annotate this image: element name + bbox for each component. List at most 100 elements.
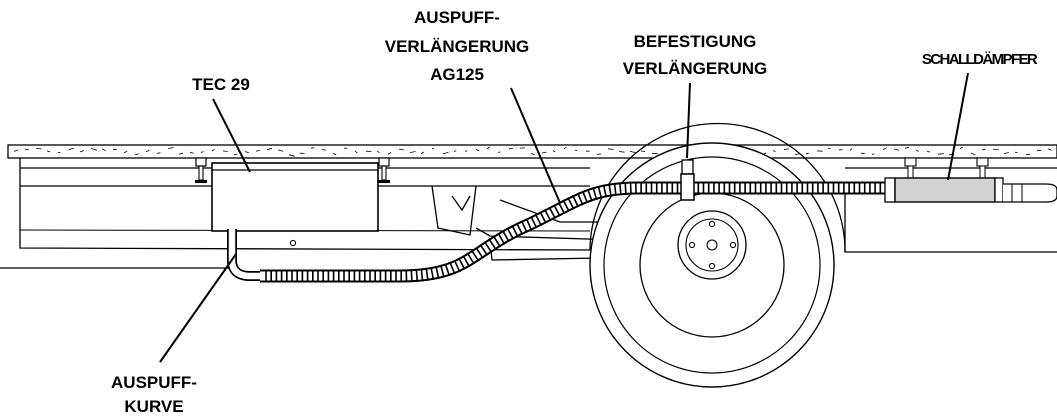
hose-rib (470, 249, 480, 262)
floor-speck (783, 148, 790, 150)
floor-speck (1003, 152, 1009, 154)
floor-speck (68, 147, 74, 150)
floor-speck (618, 151, 625, 153)
label-befestigung-line2: VERLÄNGERUNG (623, 59, 768, 78)
hose-rib (515, 222, 524, 235)
floor-speck (530, 152, 535, 156)
hose-rib (410, 269, 413, 283)
exhaust-extension-hose (260, 181, 885, 283)
hose-rib (624, 181, 627, 195)
floor-speck (772, 150, 776, 152)
label-auspuff-kurve-line2: KURVE (124, 397, 183, 416)
floor-speck (937, 153, 944, 155)
hose-rib (520, 220, 528, 233)
label-auspuff-verlaengerung-line3: AG125 (430, 65, 484, 84)
hose-rib (586, 188, 593, 202)
hose-rib (497, 232, 506, 245)
hose-rib (453, 259, 461, 273)
floor-speck (189, 151, 194, 154)
hose-rib (430, 266, 435, 281)
hose-rib (457, 257, 466, 270)
floor-speck (255, 149, 260, 152)
hose-rib (562, 199, 570, 212)
label-befestigung-line1: BEFESTIGUNG (634, 32, 757, 51)
floor-speck (563, 146, 567, 149)
floor-speck (288, 154, 295, 157)
floor-speck (805, 152, 809, 155)
floor-speck (277, 149, 284, 152)
floor-speck (1025, 153, 1031, 156)
floor-speck (398, 148, 404, 151)
floor-speck (420, 151, 424, 155)
floor-speck (992, 148, 999, 150)
floor-speck (222, 150, 228, 152)
hose-rib (501, 230, 510, 243)
hose-rib (619, 182, 622, 196)
floor-speck (475, 149, 480, 152)
floor-speck (915, 150, 920, 152)
floor-speck (453, 150, 457, 152)
hose-rib (449, 261, 456, 275)
floor-speck (882, 147, 887, 150)
floor-speck (640, 150, 646, 153)
floor-speck (442, 152, 449, 155)
floor-speck (629, 150, 637, 154)
floor-speck (959, 146, 963, 149)
labels: TEC 29 AUSPUFF- VERLÄNGERUNG AG125 BEFES… (111, 8, 1039, 416)
hose-rib (530, 216, 538, 229)
floor-speck (332, 152, 337, 156)
hose-rib (557, 201, 566, 215)
floor-speck (90, 148, 97, 151)
label-auspuff-kurve-line1: AUSPUFF- (111, 373, 197, 392)
floor-speck (486, 146, 490, 150)
hose-rib (629, 181, 632, 195)
wheel (589, 122, 846, 388)
mounting-bracket-right (378, 157, 390, 183)
hose-rib (534, 213, 543, 227)
muffler (884, 157, 1057, 203)
floor-speck (409, 151, 416, 153)
hose-rib (420, 268, 424, 282)
leader-auspuff-verlaengerung (510, 87, 561, 204)
hose-rib (576, 192, 584, 206)
floor-speck (387, 152, 392, 155)
hose-rib (444, 263, 451, 277)
floor-speck (145, 150, 150, 153)
floor-speck (211, 148, 215, 152)
chassis-frame (0, 158, 1057, 269)
hose-rib (548, 206, 557, 219)
hose-rib (592, 187, 598, 201)
hose-rib (439, 264, 445, 278)
floor-speck (607, 148, 614, 150)
mounting-bracket-left (195, 157, 207, 183)
hose-rib (488, 238, 497, 251)
hose-rib (553, 204, 561, 217)
floor-speck (893, 148, 900, 151)
label-schalldaempfer: SCHALLDÄMPFER (922, 51, 1038, 68)
floor-speck (178, 152, 184, 155)
floor-speck (244, 151, 249, 154)
hose-rib (613, 182, 617, 196)
hose-rib (479, 244, 489, 256)
floor-speck (321, 149, 326, 151)
hose-rib (525, 218, 533, 231)
hose-rib (475, 247, 484, 259)
floor-speck (46, 150, 51, 153)
hose-rib (492, 235, 501, 248)
floor-speck (794, 153, 800, 155)
hose-rib (506, 227, 515, 240)
hose-rib (581, 190, 589, 204)
floor-speck (376, 150, 380, 153)
floor-speck (981, 148, 986, 151)
floor-speck (1014, 151, 1018, 154)
hose-rib (571, 194, 580, 208)
floor-speck (134, 153, 139, 156)
leader-auspuff-kurve (159, 253, 237, 363)
floor-speck (970, 152, 976, 156)
exhaust-curve (227, 229, 262, 281)
hose-rib (597, 185, 603, 199)
floor-speck (101, 148, 106, 152)
floor-speck (123, 151, 128, 154)
floor-speck (266, 147, 273, 151)
leader-befestigung (686, 82, 691, 159)
